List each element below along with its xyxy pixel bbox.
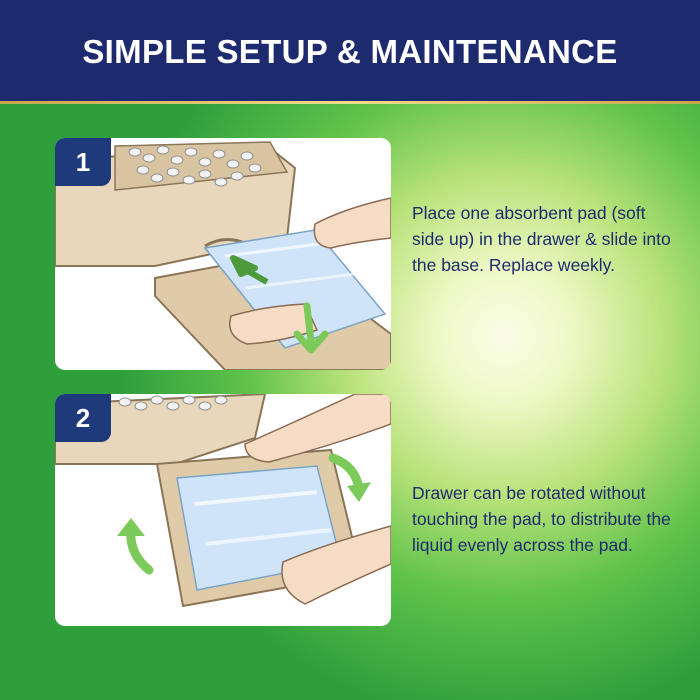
page-title: SIMPLE SETUP & MAINTENANCE [82,33,618,70]
step-1-number: 1 [75,146,91,177]
header-banner: SIMPLE SETUP & MAINTENANCE [0,0,700,104]
step-1-description: Place one absorbent pad (soft side up) i… [412,203,671,275]
step-2-badge: 2 [55,394,111,442]
step-1-badge: 1 [55,138,111,186]
step-2-number: 2 [75,402,91,433]
step-1-panel: 1 [55,138,391,370]
step-2-description: Drawer can be rotated without touching t… [412,483,671,555]
drawer-rotate-illustration [55,394,391,608]
litter-box-drawer-insert-illustration [55,141,391,370]
step-2-panel: 2 [55,394,391,626]
